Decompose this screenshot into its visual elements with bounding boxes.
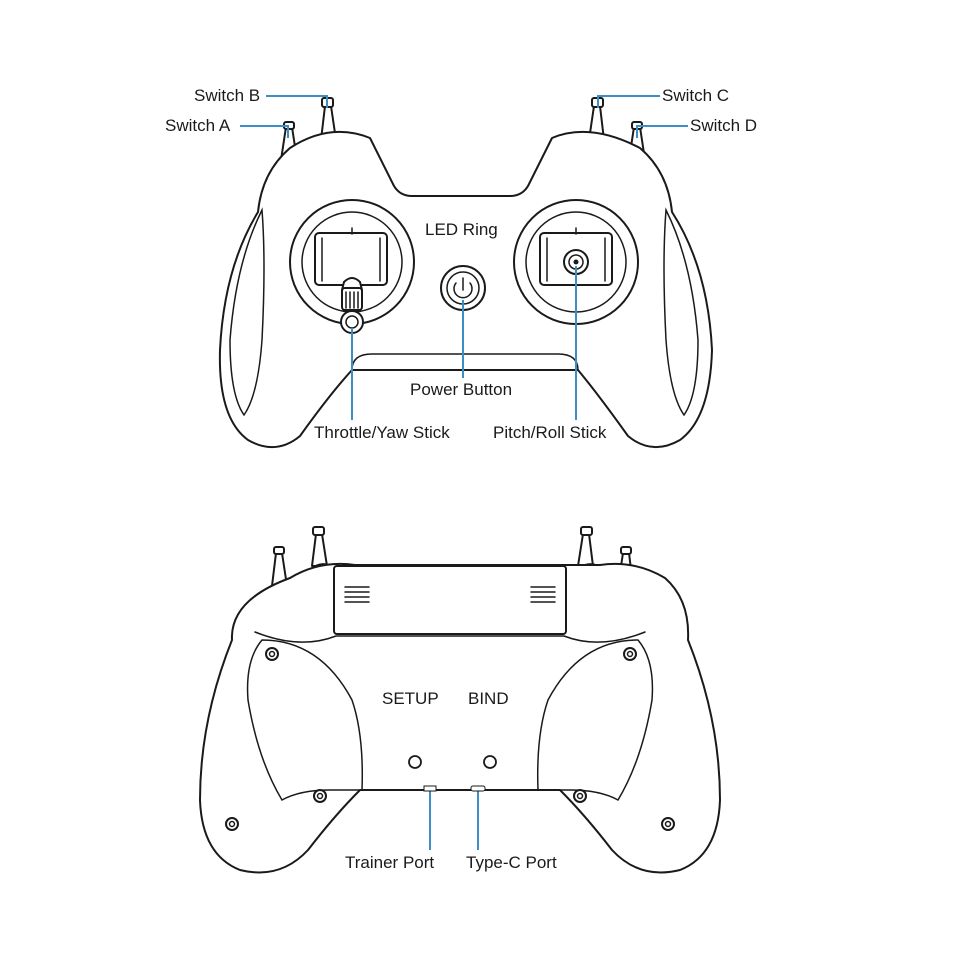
- screw-icon: [624, 648, 636, 660]
- label-trainer-port: Trainer Port: [345, 853, 434, 872]
- label-pitch-roll-stick: Pitch/Roll Stick: [493, 423, 607, 442]
- label-bind: BIND: [468, 689, 509, 708]
- label-switch-b: Switch B: [194, 86, 260, 105]
- label-power-button: Power Button: [410, 380, 512, 399]
- throttle-yaw-stick[interactable]: [341, 278, 363, 333]
- screw-icon: [314, 790, 326, 802]
- screw-icon: [266, 648, 278, 660]
- battery-cover: [334, 566, 566, 634]
- trainer-port[interactable]: [424, 786, 436, 791]
- leader-switch-d: [637, 126, 688, 138]
- label-switch-a: Switch A: [165, 116, 231, 135]
- label-switch-c: Switch C: [662, 86, 729, 105]
- screw-icon: [226, 818, 238, 830]
- bind-button[interactable]: [484, 756, 496, 768]
- label-throttle-yaw-stick: Throttle/Yaw Stick: [314, 423, 450, 442]
- leader-switch-b: [266, 96, 327, 108]
- label-type-c-port: Type-C Port: [466, 853, 557, 872]
- label-switch-d: Switch D: [690, 116, 757, 135]
- type-c-port[interactable]: [471, 786, 485, 791]
- setup-button[interactable]: [409, 756, 421, 768]
- screw-icon: [574, 790, 586, 802]
- back-view: SETUP BIND Trainer Port Type-C Port: [200, 527, 720, 873]
- leader-switch-c: [598, 96, 660, 108]
- label-setup: SETUP: [382, 689, 439, 708]
- label-led-ring: LED Ring: [425, 220, 498, 239]
- screw-icon: [662, 818, 674, 830]
- leader-switch-a: [240, 126, 288, 138]
- front-view: Switch A Switch B Switch C Switch D LED …: [165, 86, 757, 447]
